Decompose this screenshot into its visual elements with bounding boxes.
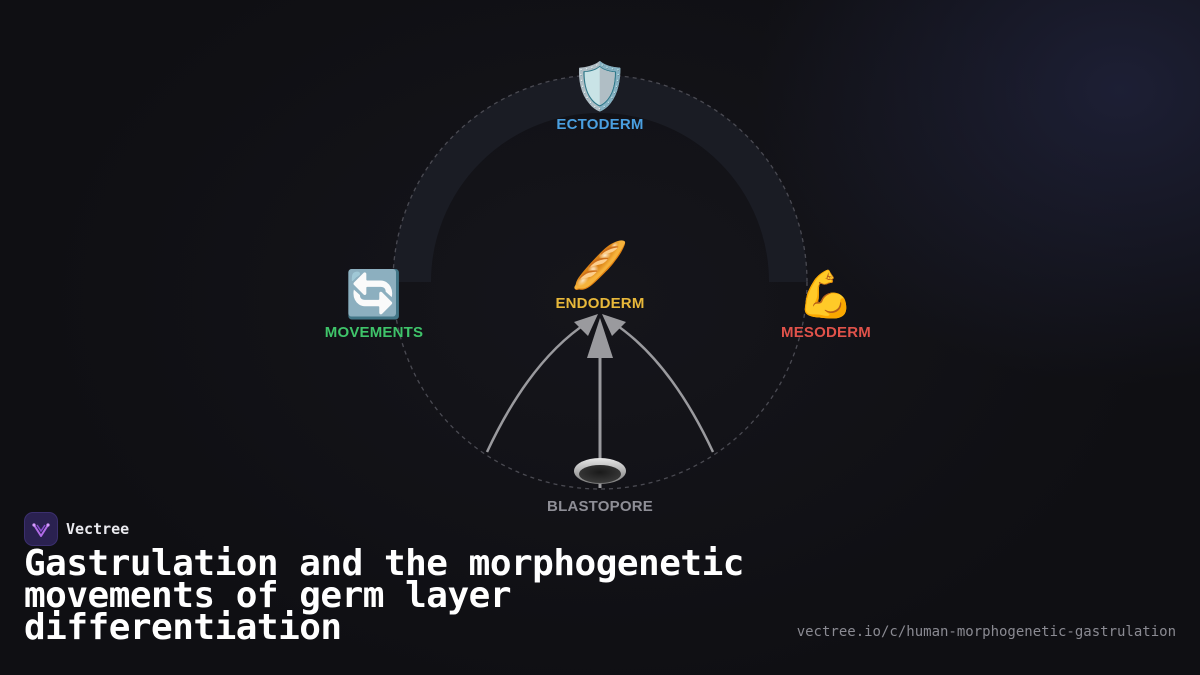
ectoderm-label: ECTODERM: [556, 116, 644, 133]
flexed-biceps-icon: 💪: [797, 267, 855, 321]
upper-layer-arc: [393, 75, 807, 283]
node-endoderm: 🥖 ENDODERM: [510, 239, 690, 312]
right-arrowhead: [602, 314, 626, 336]
embryo-outline: [392, 74, 808, 490]
endoderm-label: ENDODERM: [555, 295, 645, 312]
brand[interactable]: Vectree: [24, 512, 129, 546]
source-url[interactable]: vectree.io/c/human-morphogenetic-gastrul…: [796, 624, 1176, 640]
node-ectoderm: 🛡️ ECTODERM: [510, 60, 690, 133]
right-curved-arrow: [611, 320, 715, 453]
blastopore-label: BLASTOPORE: [547, 498, 653, 515]
node-blastopore: BLASTOPORE: [510, 494, 690, 515]
node-movements: 🔄 MOVEMENTS: [284, 268, 464, 341]
movements-label: MOVEMENTS: [324, 324, 424, 341]
node-mesoderm: 💪 MESODERM: [736, 268, 916, 341]
bread-icon: 🥖: [571, 238, 629, 292]
vectree-logo-icon: [24, 512, 58, 546]
mesoderm-label: MESODERM: [781, 324, 871, 341]
brand-name: Vectree: [66, 520, 130, 538]
page-title: Gastrulation and the morphogenetic movem…: [24, 543, 744, 648]
center-arrowhead: [587, 318, 613, 358]
shield-icon: 🛡️: [571, 59, 629, 113]
cycle-arrows-icon: 🔄: [345, 267, 403, 321]
left-arrowhead: [574, 314, 598, 336]
hole-icon: [574, 458, 626, 484]
left-curved-arrow: [485, 320, 589, 453]
